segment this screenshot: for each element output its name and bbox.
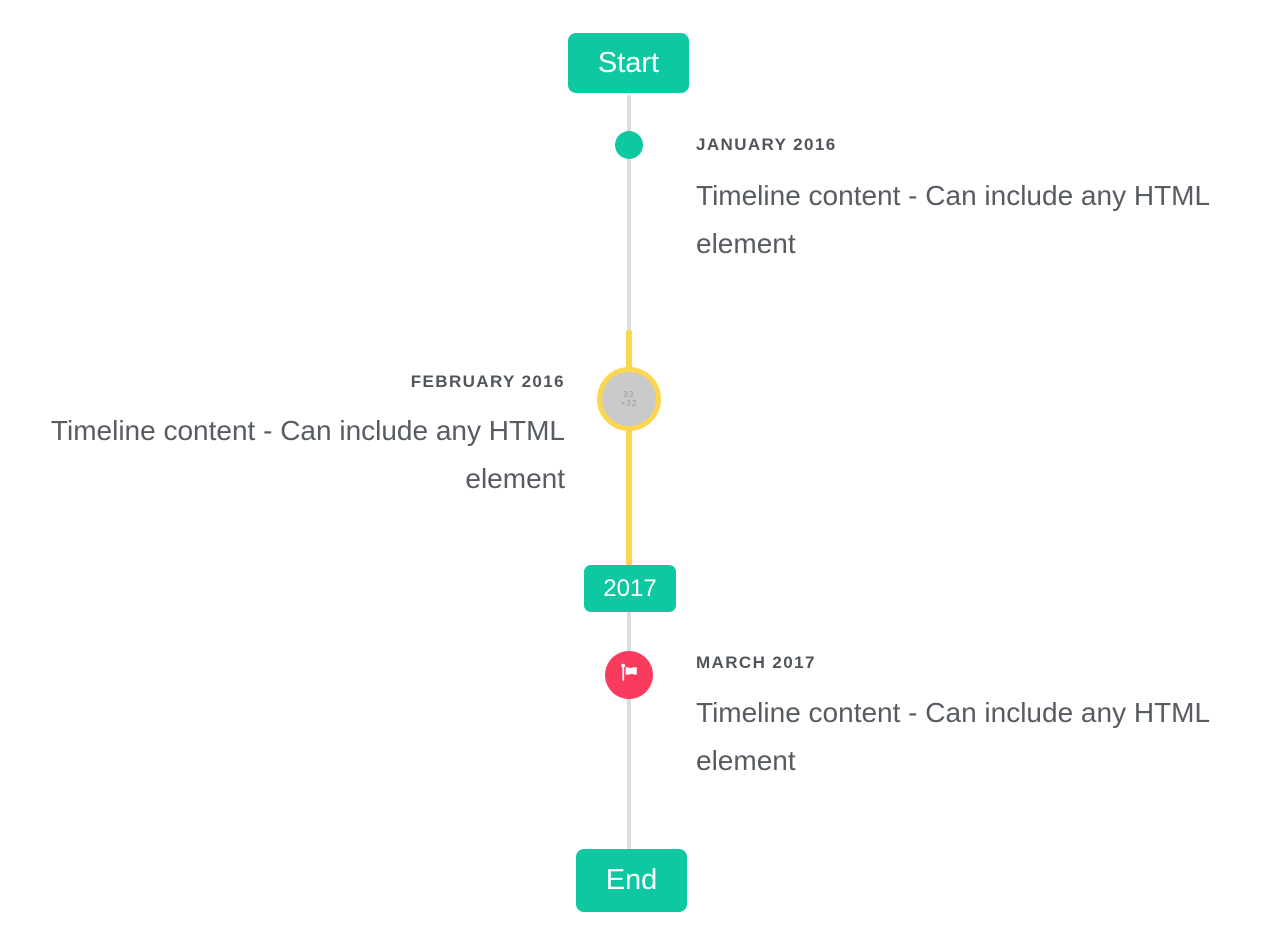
placeholder-image-icon: 32 ×32 (621, 390, 638, 408)
event-content-january-2016: Timeline content - Can include any HTML … (696, 180, 1210, 259)
placeholder-text-line1: 32 (623, 390, 635, 399)
timeline-end-badge: End (576, 849, 687, 912)
gray-circle-marker: 32 ×32 (597, 367, 661, 431)
event-label-february-2016: FEBRUARY 2016 (410, 372, 565, 391)
timeline-year-badge: 2017 (584, 565, 676, 612)
event-content-march-2017: Timeline content - Can include any HTML … (696, 697, 1210, 776)
event-label-march-2017: MARCH 2017 (696, 653, 816, 672)
teal-dot-marker (615, 131, 643, 159)
red-flag-marker (605, 651, 653, 699)
event-content-february-2016: Timeline content - Can include any HTML … (50, 415, 565, 494)
flag-icon (617, 661, 641, 690)
placeholder-text-line2: ×32 (620, 399, 638, 408)
event-label-january-2016: JANUARY 2016 (696, 135, 837, 154)
timeline-start-badge: Start (568, 33, 689, 93)
timeline-line-highlight-segment (626, 330, 632, 566)
